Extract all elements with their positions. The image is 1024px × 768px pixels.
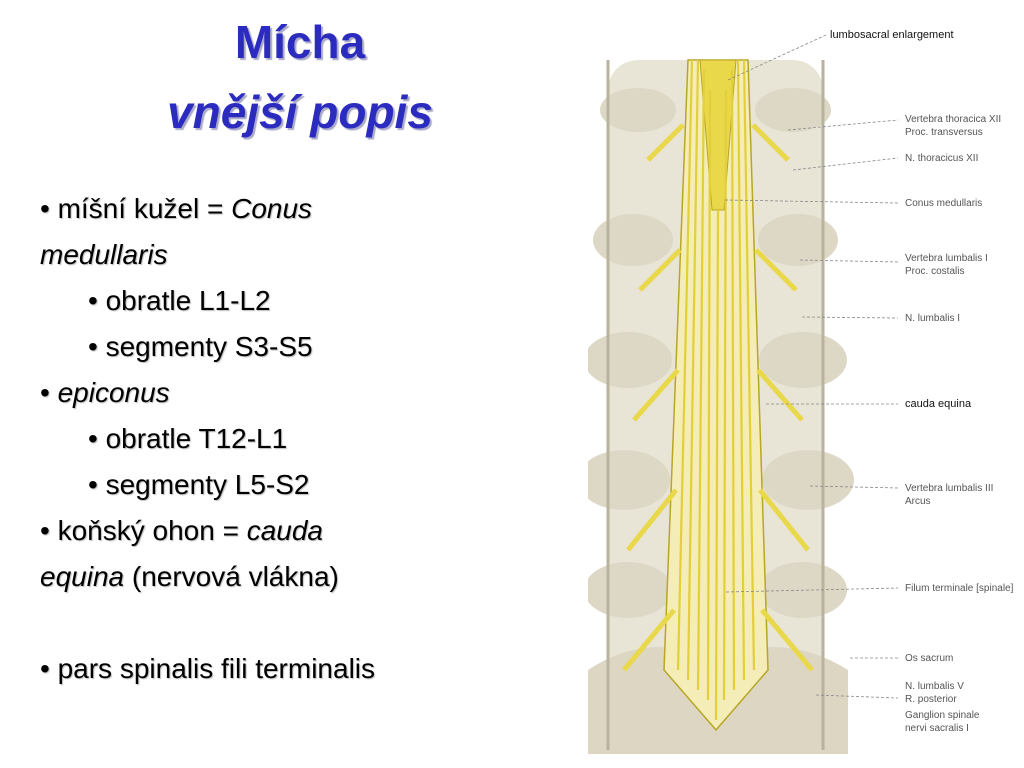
bullet-filum: • pars spinalis fili terminalis: [40, 653, 376, 684]
sub-bullet: • segmenty L5-S2: [88, 469, 310, 500]
label-vertebra-thoracica: Vertebra thoracica XII: [905, 114, 1001, 125]
bullet-term: Conus: [231, 193, 313, 224]
spacer: [40, 600, 560, 646]
spinal-cord: [622, 59, 814, 732]
bullet-epiconus: • epiconus: [40, 370, 560, 416]
bullet-text: • koňský ohon =: [40, 515, 247, 546]
bullet-text: • míšní kužel =: [40, 193, 232, 224]
label-n-thoracicus: N. thoracicus XII: [905, 153, 978, 164]
bullet-list: • míšní kužel = Conus medullaris • obrat…: [40, 186, 560, 692]
label-proc-costalis: Proc. costalis: [905, 266, 964, 277]
sub-bullet: • obratle L1-L2: [88, 285, 271, 316]
label-lumbosacral: lumbosacral enlargement: [830, 30, 954, 41]
bullet-term: medullaris: [40, 239, 168, 270]
anatomy-labels: lumbosacral enlargement Vertebra thoraci…: [830, 30, 1014, 734]
bullet-conus-cont: medullaris: [40, 232, 560, 278]
label-n-lumbalis-1: N. lumbalis I: [905, 313, 960, 324]
bullet-cauda: • koňský ohon = cauda: [40, 508, 560, 554]
bullet-cauda-cont: equina (nervová vlákna): [40, 554, 560, 600]
bullet-term: epiconus: [57, 377, 170, 408]
bullet-term: cauda: [246, 515, 324, 546]
leader-lines: [724, 34, 899, 699]
label-vertebra-lumbalis-1: Vertebra lumbalis I: [905, 253, 988, 264]
slide-subtitle: vnější popis: [167, 86, 433, 138]
label-proc-transversus: Proc. transversus: [905, 127, 983, 138]
vertebra-right-l3: [762, 450, 854, 510]
label-arcus: Arcus: [905, 496, 931, 507]
vertebra-left-l2: [588, 332, 672, 388]
label-os-sacrum: Os sacrum: [905, 653, 953, 664]
exiting-nerves: [622, 123, 814, 672]
label-ganglion-spinale: Ganglion spinale: [905, 710, 980, 721]
vertebra-right-t12: [755, 88, 831, 132]
bullet-text: •: [40, 377, 58, 408]
bullet-text: (nervová vlákna): [124, 561, 339, 592]
label-n-lumbalis-5: N. lumbalis V: [905, 681, 964, 692]
label-filum-terminale: Filum terminale [spinale]: [905, 583, 1014, 594]
sub-bullet: • obratle T12-L1: [88, 423, 288, 454]
vertebra-left-l5: [588, 562, 672, 618]
label-nervi-sacralis: nervi sacralis I: [905, 723, 969, 734]
vertebra-right-l1: [758, 214, 838, 266]
spine-drawing: lumbosacral enlargement Vertebra thoraci…: [588, 30, 1014, 754]
nerve-roots: [676, 59, 756, 721]
sub-bullet: • segmenty S3-S5: [88, 331, 313, 362]
vertebra-left-t12: [600, 88, 676, 132]
label-vertebra-lumbalis-3: Vertebra lumbalis III: [905, 483, 993, 494]
slide-title: Mícha: [234, 16, 366, 68]
label-r-posterior: R. posterior: [905, 694, 957, 705]
label-cauda-equina: cauda equina: [905, 398, 972, 410]
spine-illustration: lumbosacral enlargement Vertebra thoraci…: [588, 30, 1024, 754]
label-conus-medullaris: Conus medullaris: [905, 198, 982, 209]
bullet-conus: • míšní kužel = Conus: [40, 186, 560, 232]
bullet-term: equina: [40, 561, 125, 592]
vertebra-left-l1: [593, 214, 673, 266]
vertebra-right-l2: [759, 332, 847, 388]
